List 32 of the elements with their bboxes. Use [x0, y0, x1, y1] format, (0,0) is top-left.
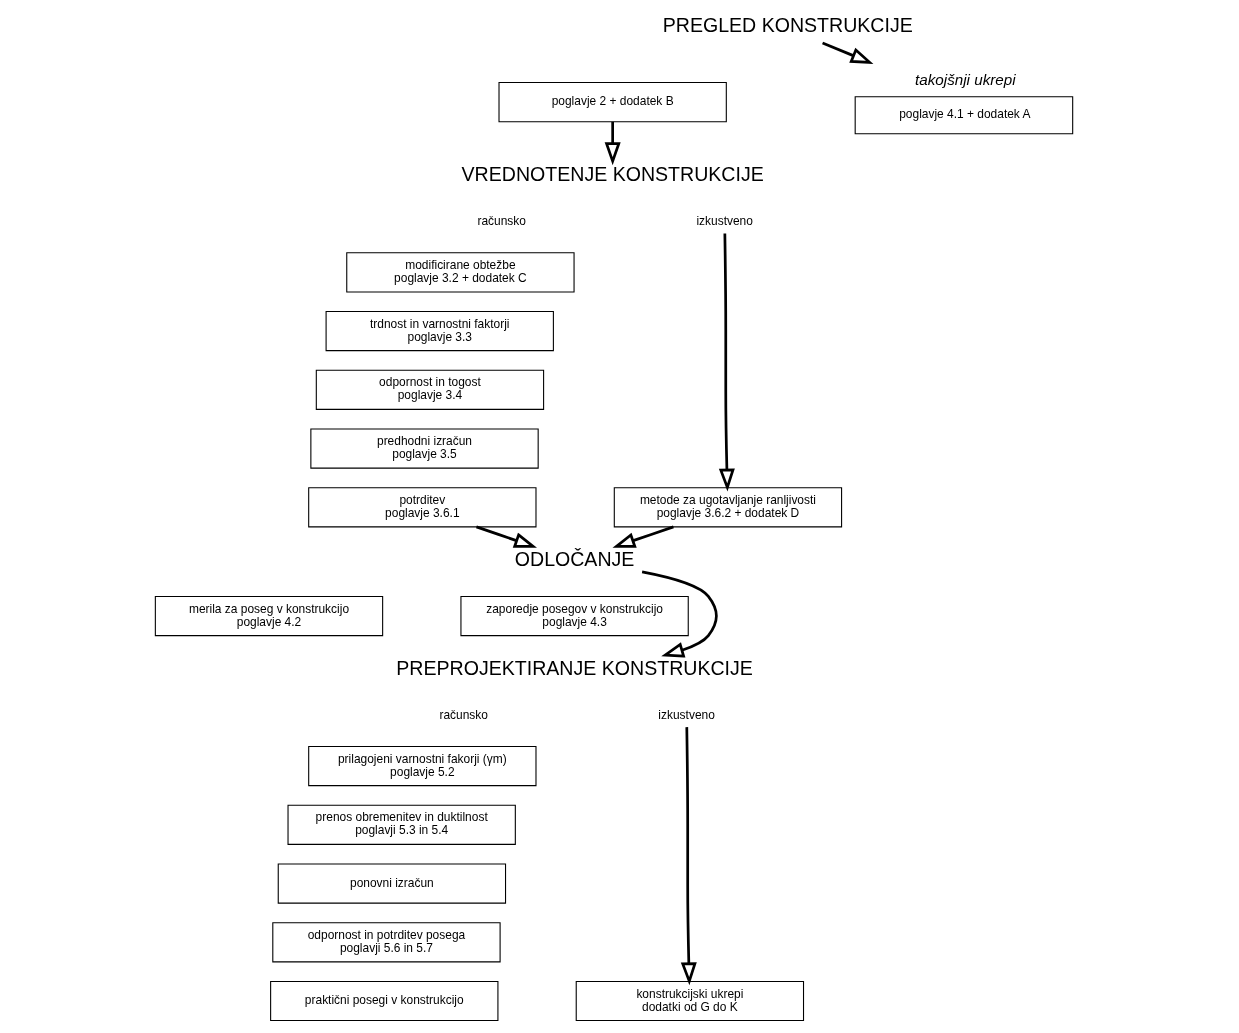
node-box: modificirane obtežbe poglavje 3.2 + dodatek C: [345, 252, 575, 293]
node-box: potrditev poglavje 3.6.1: [307, 487, 537, 528]
node-box: odpornost in togost poglavje 3.4: [315, 369, 544, 410]
arrow: [475, 525, 537, 548]
arrow: [641, 570, 718, 658]
arrow: [821, 41, 873, 64]
arrow: [604, 121, 621, 166]
node-text: izkustveno: [695, 214, 753, 229]
node-text: PREPROJEKTIRANJE KONSTRUKCIJE: [395, 657, 753, 680]
node-box: ponovni izračun: [277, 863, 506, 904]
node-box: prenos obremenitev in duktilnost poglavji 5.3 in 5.4: [287, 804, 516, 845]
node-box: praktični posegi v konstrukcijo: [269, 980, 498, 1022]
node-box: merila za poseg v konstrukcijo poglavje 4.2: [154, 595, 383, 637]
node-text: VREDNOTENJE KONSTRUKCIJE: [461, 163, 764, 186]
node-box: poglavje 4.1 + dodatek A: [854, 96, 1073, 135]
node-box: metode za ugotavljanje ranljivosti poglavje 3.6.2 + dodatek D: [613, 487, 842, 528]
node-text: ODLOČANJE: [514, 548, 634, 571]
arrow: [680, 727, 697, 986]
node-text: izkustveno: [657, 708, 715, 723]
node-text: PREGLED KONSTRUKCIJE: [662, 14, 913, 37]
node-box: konstrukcijski ukrepi dodatki od G do K: [575, 980, 804, 1022]
label: računsko: [476, 214, 526, 229]
arrow: [612, 525, 674, 548]
node-label: takojšnji ukrepi: [914, 70, 1016, 88]
node-box: prilagojeni varnostni fakorji (γm) poglavje 5.2: [307, 745, 537, 787]
node-box: predhodni izračun poglavje 3.5: [309, 428, 539, 469]
node-box: odpornost in potrditev posega poglavji 5.6 in 5.7: [271, 922, 501, 963]
node-box: zaporedje posegov v konstrukcijo poglavje 4.3: [459, 595, 689, 637]
label: računsko: [438, 708, 488, 723]
arrow: [718, 233, 735, 492]
node-box: trdnost in varnostni faktorji poglavje 3.3: [325, 310, 554, 352]
node-box: poglavje 2 + dodatek B: [497, 82, 727, 123]
